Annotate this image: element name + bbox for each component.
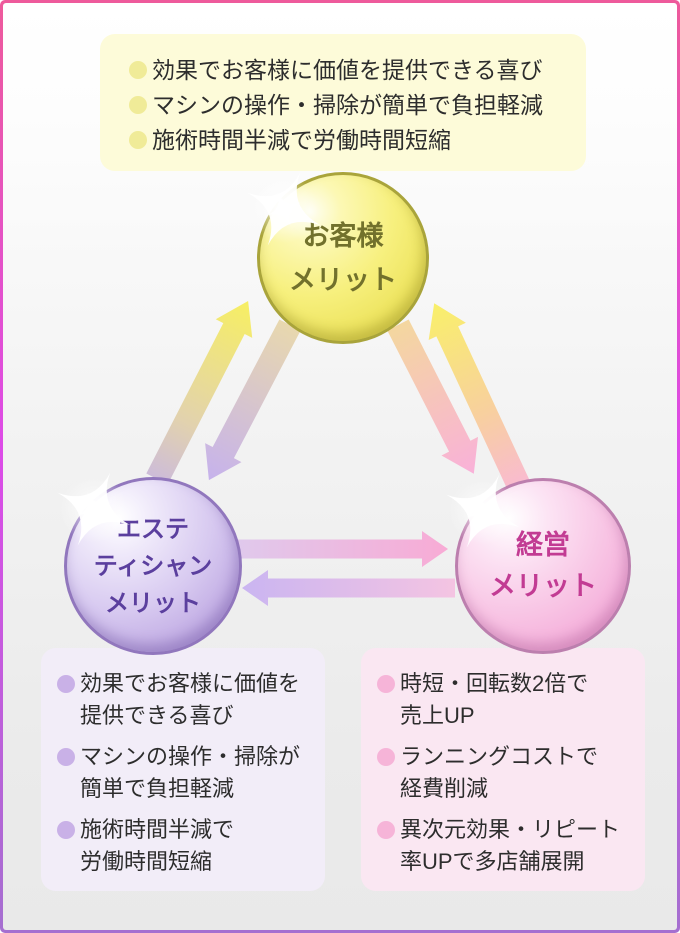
- merit-item-text: マシンの操作・掃除が簡単で負担軽減: [152, 92, 543, 118]
- arrow-customer-to-management: [387, 319, 479, 474]
- arrows-layer: [146, 300, 537, 606]
- merit-item: 施術時間半減で労働時間短縮: [129, 123, 576, 158]
- circle-management-merit: 経営 メリット: [446, 474, 631, 654]
- merit-item-text: 効果でお客様に価値を 提供できる喜び: [80, 671, 301, 728]
- merit-item-text: 施術時間半減で労働時間短縮: [152, 127, 451, 153]
- merit-item-text: 効果でお客様に価値を提供できる喜び: [152, 57, 543, 83]
- bullet-icon: [57, 675, 75, 693]
- diagram-canvas: 効果でお客様に価値を提供できる喜び マシンの操作・掃除が簡単で負担軽減 施術時間…: [3, 3, 677, 930]
- bullet-icon: [377, 748, 395, 766]
- bullet-icon: [129, 61, 147, 79]
- bullet-icon: [57, 748, 75, 766]
- merit-item: 異次元効果・リピート 率UPで多店舗展開: [377, 814, 637, 878]
- arrow-customer-to-esthetician: [205, 319, 301, 481]
- merit-item-text: 時短・回転数2倍で 売上UP: [400, 671, 589, 728]
- merit-item: マシンの操作・掃除が 簡単で負担軽減: [57, 741, 317, 805]
- circle-customer-merit: お客様 メリット: [247, 172, 429, 344]
- merit-item: 効果でお客様に価値を提供できる喜び: [129, 53, 576, 88]
- circle-customer-label: お客様 メリット: [289, 221, 397, 295]
- arrow-esthetician-to-management: [238, 531, 448, 567]
- arrow-management-to-customer: [428, 303, 537, 507]
- bullet-icon: [377, 675, 395, 693]
- arrow-management-to-esthetician: [242, 570, 455, 606]
- merit-item-text: 施術時間半減で 労働時間短縮: [80, 817, 235, 874]
- merit-item: 施術時間半減で 労働時間短縮: [57, 814, 317, 878]
- esthetician-merit-box: 効果でお客様に価値を 提供できる喜び マシンの操作・掃除が 簡単で負担軽減 施術…: [41, 648, 325, 891]
- bullet-icon: [377, 821, 395, 839]
- merit-item-text: 異次元効果・リピート 率UPで多店舗展開: [400, 817, 621, 874]
- management-merit-box: 時短・回転数2倍で 売上UP ランニングコストで 経費削減 異次元効果・リピート…: [361, 648, 645, 891]
- merit-item: 効果でお客様に価値を 提供できる喜び: [57, 668, 317, 732]
- bullet-icon: [57, 821, 75, 839]
- merit-item: ランニングコストで 経費削減: [377, 741, 637, 805]
- customer-merit-box: 効果でお客様に価値を提供できる喜び マシンの操作・掃除が簡単で負担軽減 施術時間…: [100, 34, 586, 171]
- bullet-icon: [129, 131, 147, 149]
- arrow-esthetician-to-customer: [146, 300, 253, 485]
- merit-item: マシンの操作・掃除が簡単で負担軽減: [129, 88, 576, 123]
- circle-esthetician-label: エステ ティシャン メリット: [93, 515, 213, 617]
- circle-esthetician-merit: エステ ティシャン メリット: [57, 472, 242, 655]
- merit-item-text: ランニングコストで 経費削減: [400, 744, 599, 801]
- circle-management-label: 経営 メリット: [489, 530, 597, 601]
- merit-item-text: マシンの操作・掃除が 簡単で負担軽減: [80, 744, 301, 801]
- bullet-icon: [129, 96, 147, 114]
- merit-item: 時短・回転数2倍で 売上UP: [377, 668, 637, 732]
